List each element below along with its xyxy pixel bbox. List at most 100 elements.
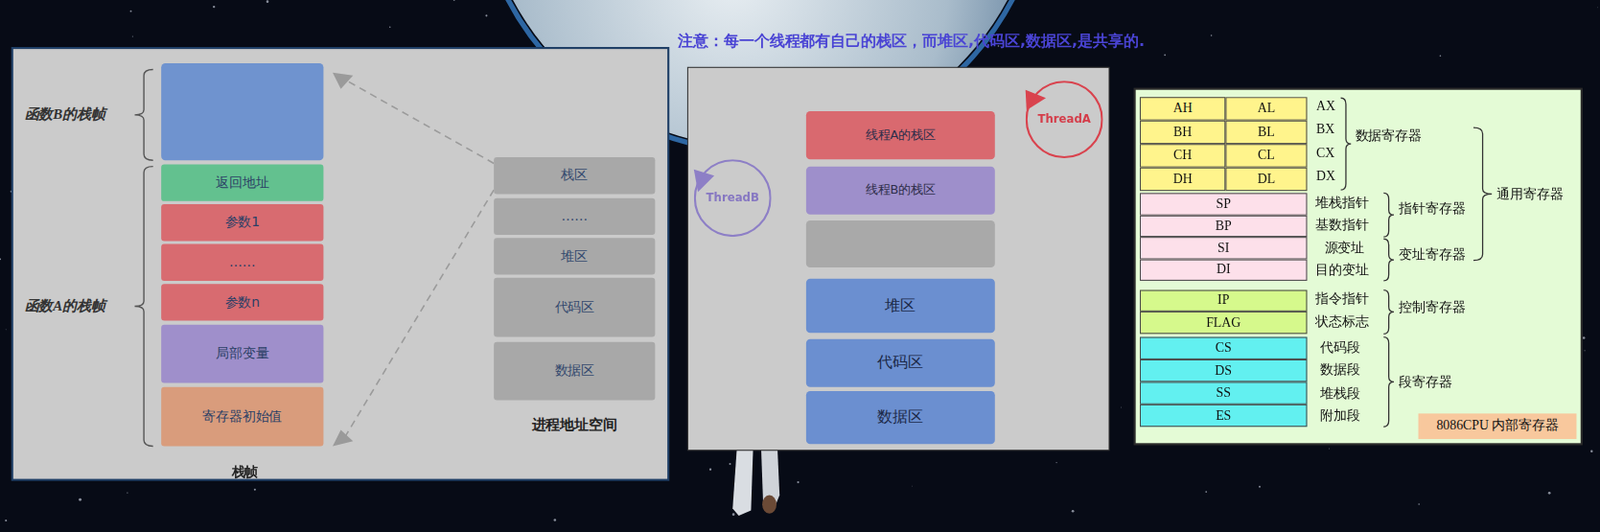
- node-text: 堆区: [884, 297, 916, 315]
- register-cell: SP: [1139, 192, 1308, 215]
- node-text: 8086CPU 内部寄存器: [1436, 418, 1558, 435]
- register-cell: ES: [1139, 404, 1308, 427]
- group-label: 变址寄存器: [1398, 247, 1465, 263]
- star: [728, 463, 731, 465]
- star: [4, 328, 7, 331]
- node-text: DS: [1214, 363, 1232, 379]
- node-text: BH: [1173, 124, 1192, 140]
- star: [1163, 53, 1166, 56]
- star: [1597, 6, 1600, 9]
- star: [1548, 491, 1552, 495]
- register-cell: AH: [1139, 96, 1226, 120]
- group-label: 指针寄存器: [1398, 201, 1465, 217]
- group-label: 段寄存器: [1398, 374, 1452, 391]
- register-cell: FLAG: [1139, 311, 1308, 334]
- node-text: DL: [1257, 171, 1276, 187]
- node-text: DH: [1173, 171, 1193, 187]
- register-cell: SS: [1139, 381, 1308, 404]
- node-text: 代码区: [877, 353, 924, 372]
- register-cell: CH: [1139, 143, 1226, 167]
- bracket-label: 函数B的栈帧: [24, 106, 106, 123]
- register-name: AX: [1316, 98, 1336, 115]
- node-text: 局部变量: [215, 346, 269, 362]
- star: [130, 10, 133, 13]
- star: [1120, 406, 1123, 409]
- star: [1071, 510, 1075, 513]
- node-text: 返回地址: [215, 175, 269, 191]
- memory-region: 栈区: [493, 157, 655, 194]
- thread-circle: ThreadB: [694, 159, 772, 237]
- register-cell: BP: [1139, 215, 1308, 237]
- node-text: 参数1: [225, 214, 260, 231]
- group-label: 通用寄存器: [1496, 186, 1563, 203]
- star: [0, 258, 1, 261]
- register-desc: 状态标志: [1315, 315, 1369, 331]
- star: [4, 519, 7, 522]
- star: [709, 468, 712, 471]
- group-label: 控制寄存器: [1398, 301, 1465, 317]
- brace: [1341, 97, 1352, 190]
- thread-circle: ThreadA: [1025, 80, 1104, 159]
- node-text: 参数n: [225, 294, 260, 310]
- star: [1327, 447, 1330, 450]
- node-text: SI: [1217, 240, 1229, 256]
- register-panel: [1135, 89, 1582, 445]
- bracket: [135, 166, 154, 447]
- star: [1439, 54, 1442, 57]
- star: [1582, 336, 1586, 340]
- register-desc: 堆栈指针: [1315, 195, 1369, 211]
- register-desc: 指令指针: [1315, 291, 1369, 307]
- brace: [1383, 337, 1394, 428]
- shared-region: 堆区: [806, 278, 996, 333]
- brace: [1383, 238, 1394, 281]
- star: [212, 5, 215, 8]
- memory-region: 代码区: [493, 278, 655, 338]
- stack-slot: 参数1: [161, 204, 324, 241]
- stack-slot: ……: [161, 244, 324, 281]
- shared-region: 数据区: [806, 391, 996, 444]
- node-text: CH: [1173, 147, 1192, 163]
- node-text: 堆区: [560, 248, 588, 264]
- arrow-head: [332, 429, 353, 446]
- arrow-head: [332, 72, 353, 90]
- frame-b-box: [161, 63, 324, 161]
- memory-region: 数据区: [493, 342, 655, 401]
- register-cell: BH: [1139, 120, 1226, 144]
- register-cell: BL: [1225, 120, 1307, 144]
- figure-label: 栈帧: [231, 464, 259, 481]
- thread-stack: 线程A的栈区: [806, 111, 996, 160]
- node-text: ……: [560, 208, 588, 225]
- node-text: 栈区: [560, 167, 588, 184]
- register-cell: AL: [1225, 96, 1307, 120]
- register-desc: 堆栈段: [1320, 386, 1361, 402]
- star: [554, 518, 557, 522]
- node-text: SP: [1216, 196, 1231, 212]
- bracket-label: 函数A的栈帧: [24, 298, 106, 315]
- node-text: AL: [1257, 100, 1276, 116]
- star: [911, 485, 914, 487]
- star: [732, 512, 736, 516]
- star: [78, 498, 82, 502]
- node-text: FLAG: [1205, 315, 1241, 331]
- memory-region: 堆区: [493, 237, 655, 275]
- star: [485, 14, 487, 17]
- brace: [1383, 290, 1394, 335]
- rotation-arrow: [1025, 90, 1046, 111]
- node-text: 数据区: [877, 408, 924, 426]
- register-cell: CS: [1139, 337, 1308, 360]
- register-cell: DS: [1139, 359, 1308, 382]
- star: [266, 0, 270, 3]
- register-cell: SI: [1139, 236, 1308, 259]
- star: [1210, 34, 1213, 37]
- star: [1583, 349, 1586, 351]
- register-desc: 数据段: [1320, 363, 1361, 379]
- register-desc: 附加段: [1320, 409, 1361, 425]
- node-text: 寄存器初始值: [202, 409, 282, 425]
- register-desc: 基数指针: [1315, 217, 1369, 233]
- star: [1205, 490, 1207, 493]
- brace: [1473, 127, 1492, 260]
- node-text: IP: [1217, 293, 1229, 309]
- brace: [1383, 192, 1394, 237]
- thread-panel: [687, 67, 1110, 450]
